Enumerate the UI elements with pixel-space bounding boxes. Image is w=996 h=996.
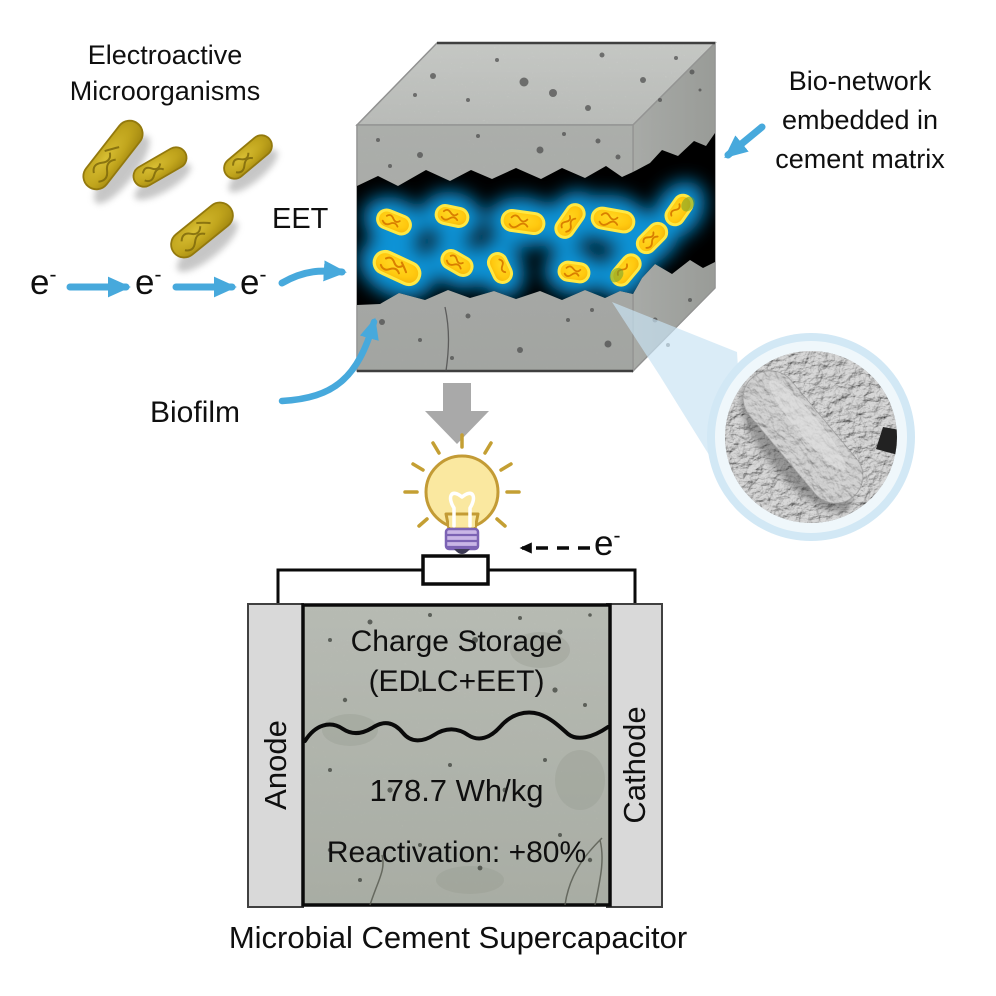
light-bulb-icon: [403, 433, 521, 554]
cement-blotches: [322, 632, 605, 894]
energy-density-label: 178.7 Wh/kg: [369, 773, 544, 808]
bulb-base-threads: [446, 533, 478, 549]
crack-bacterium: [500, 208, 546, 236]
bio-network-label-line1: Bio-network: [788, 66, 932, 96]
crack-with-biofilm: [357, 133, 715, 305]
microbe-shadow: [176, 220, 238, 272]
electrolyte-wave-line: [303, 710, 610, 743]
crack-bacterium: [590, 206, 636, 234]
electron-transfer-arrows: [66, 123, 766, 405]
sem-image: [725, 351, 897, 523]
anode-bar: [247, 603, 304, 908]
biofilm-arrow: [278, 317, 379, 405]
electron-arrow-curved: [278, 260, 347, 287]
electron-label: e-: [135, 263, 162, 302]
crack-bacterium: [434, 204, 470, 228]
supercapacitor: [247, 603, 663, 908]
microbe-bacterium: [82, 119, 150, 204]
microbe-bacterium: [132, 146, 191, 200]
biofilm-label: Biofilm: [150, 396, 241, 429]
crack-bacterium: [609, 253, 642, 287]
microbe-bacterium: [223, 134, 278, 193]
crack-bacterium: [440, 249, 474, 277]
hairline-crack: [444, 306, 450, 372]
electron-label: e-: [30, 263, 57, 302]
crack-bacterium: [635, 221, 669, 255]
bio-network-label: Bio-network embedded in cement matrix: [752, 62, 968, 179]
cement-pores: [327, 613, 593, 882]
microbe-shadow: [228, 149, 278, 193]
resistor: [421, 554, 490, 586]
eet-label: EET: [272, 203, 329, 235]
crack-bacterium: [554, 203, 586, 239]
crack-bacteria: [372, 193, 695, 287]
sem-rod-highlight: [769, 380, 846, 471]
cement-cracks: [369, 837, 603, 906]
reactivation-label: Reactivation: +80%: [326, 836, 587, 869]
cathode-bar: [606, 603, 663, 908]
electron-label: e-: [240, 263, 267, 302]
crack-bacterium: [486, 252, 514, 284]
bulb-tip: [454, 549, 470, 554]
charge-storage-label: Charge Storage (EDLC+EET): [303, 622, 610, 701]
magnifier-cone: [612, 302, 747, 516]
magnifier: [612, 302, 915, 541]
microbes-label-line1: Electroactive: [87, 40, 243, 70]
cement-electrolyte: [301, 603, 612, 907]
microbes-label-line2: Microorganisms: [69, 75, 261, 106]
charge-storage-line1: Charge Storage: [350, 625, 563, 658]
bio-network-label-line2: embedded in: [781, 105, 939, 136]
figure-title: Microbial Cement Supercapacitor: [228, 920, 688, 955]
bulb-rays: [403, 433, 521, 528]
concrete-pores: [376, 52, 702, 360]
cement-cube: [355, 41, 717, 373]
bio-network-label-line3: cement matrix: [775, 144, 945, 175]
microbes-label: Electroactive Microorganisms: [25, 38, 305, 109]
crack-bacterium: [664, 193, 695, 227]
crack-bacterium: [372, 249, 422, 287]
microbe-shadow: [134, 163, 191, 200]
crack-bacterium: [557, 260, 591, 284]
electron-label: e-: [594, 524, 621, 563]
microbe-bacterium: [170, 201, 238, 272]
process-down-arrow: [425, 383, 489, 444]
circuit: [276, 542, 637, 604]
bio-network-arrow: [724, 123, 766, 159]
crack-bacterium: [376, 208, 412, 236]
sem-dark-void: [876, 427, 897, 455]
charge-storage-line2: (EDLC+EET): [368, 664, 545, 698]
electroactive-microorganisms: [82, 119, 278, 272]
cathode-label: Cathode: [617, 706, 652, 824]
bulb-filament: [448, 491, 476, 528]
microbe-shadow: [94, 135, 150, 204]
anode-label: Anode: [258, 720, 293, 810]
